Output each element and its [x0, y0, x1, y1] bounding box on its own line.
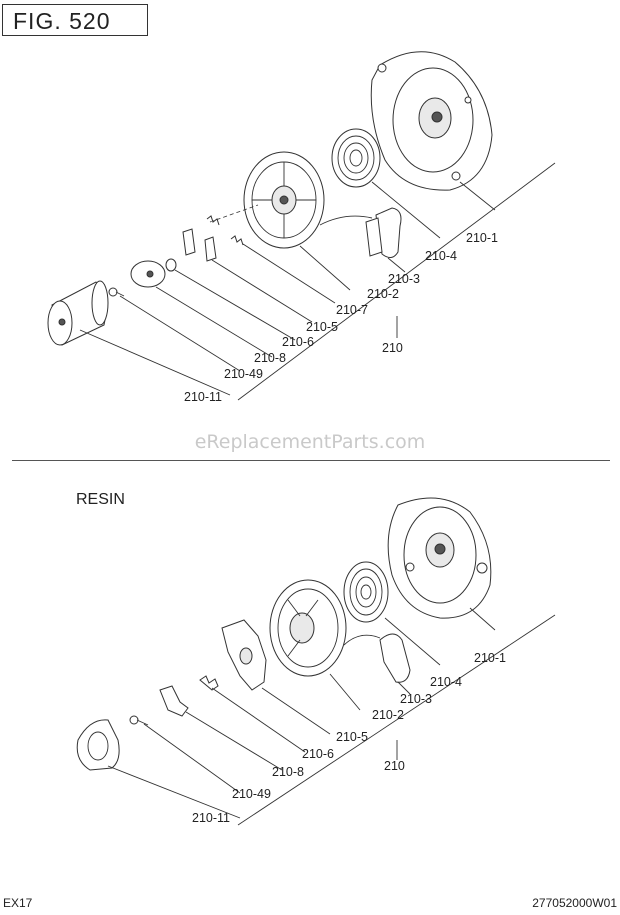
spring-210-4	[331, 128, 381, 188]
callout-top-210-1: 210-1	[466, 231, 498, 245]
dashed-axis	[209, 204, 259, 223]
resin-leader-210-1	[469, 607, 496, 631]
leader-210-8	[155, 286, 273, 358]
resin-spring-210-6	[199, 675, 219, 691]
leader-210-7	[242, 243, 336, 304]
callout-top-210-49: 210-49	[224, 367, 263, 381]
figure-title: FIG. 520	[13, 8, 111, 34]
resin-leader-210-49	[143, 723, 241, 794]
resin-spring-210-4	[343, 561, 389, 623]
callout-top-210-7: 210-7	[336, 303, 368, 317]
resin-handle-210-3	[379, 633, 411, 683]
watermark: eReplacementParts.com	[194, 431, 426, 453]
leader-210-5	[211, 259, 313, 323]
bottom-assembly	[76, 497, 556, 826]
resin-leader-210-11	[107, 765, 241, 819]
bottom-collector-line	[237, 614, 556, 826]
resin-pawl-210-8	[159, 685, 189, 717]
leader-210-1	[459, 181, 496, 211]
callout-bottom-210-8: 210-8	[272, 765, 304, 779]
leader-210-49	[119, 295, 241, 372]
callout-bottom-210-5: 210-5	[336, 730, 368, 744]
resin-housing-210-1	[387, 497, 492, 619]
callout-bottom-210-11: 210-11	[192, 811, 230, 825]
plate-210-8	[130, 260, 166, 288]
top-collector-line	[237, 162, 556, 401]
callout-top-210-11: 210-11	[184, 390, 222, 404]
pawl-210-5	[182, 228, 217, 262]
callout-top-210-6: 210-6	[282, 335, 314, 349]
callout-top-210: 210	[382, 341, 403, 355]
resin-leader-210-4	[384, 617, 441, 666]
leader-210-4	[371, 181, 441, 239]
footer-model: EX17	[3, 896, 33, 910]
spring-210-7	[206, 215, 244, 246]
leader-210-2	[299, 245, 351, 291]
callout-bottom-210-49: 210-49	[232, 787, 271, 801]
resin-reel-210-2	[269, 579, 381, 677]
callout-top-210-5: 210-5	[306, 320, 338, 334]
callout-bottom-210-6: 210-6	[302, 747, 334, 761]
bolt-210-49	[108, 287, 125, 297]
callout-bottom-210-1: 210-1	[474, 651, 506, 665]
callout-bottom-210-4: 210-4	[430, 675, 462, 689]
cup-210-11	[47, 280, 109, 346]
resin-leader-210-3	[397, 681, 411, 695]
section-divider	[12, 460, 610, 461]
resin-leader-210-2	[329, 673, 361, 711]
ring-210-6	[165, 258, 177, 272]
callout-bottom-210: 210	[384, 759, 405, 773]
handle-210-3	[365, 207, 402, 258]
callout-top-210-2: 210-2	[367, 287, 399, 301]
leader-210-3	[387, 257, 406, 273]
callout-top-210-8: 210-8	[254, 351, 286, 365]
reel-210-2	[243, 151, 373, 249]
housing-210-1	[370, 51, 493, 191]
callout-bottom-210-2: 210-2	[372, 708, 404, 722]
leader-210-11	[79, 329, 231, 396]
resin-leader-210-6	[211, 687, 306, 753]
callout-bottom-210-3: 210-3	[400, 692, 432, 706]
top-assembly	[47, 51, 556, 401]
footer-code: 277052000W01	[532, 896, 617, 910]
resin-cup-210-11	[76, 719, 120, 771]
resin-leader-210-8	[185, 711, 283, 771]
resin-ratchet-210-5	[221, 619, 267, 691]
leader-210-6	[174, 269, 296, 341]
callout-top-210-4: 210-4	[425, 249, 457, 263]
resin-bolt-210-49	[129, 715, 149, 726]
callout-top-210-3: 210-3	[388, 272, 420, 286]
section-label-resin: RESIN	[76, 491, 125, 508]
figure-title-box: FIG. 520	[2, 4, 148, 36]
resin-leader-210-5	[261, 687, 331, 735]
